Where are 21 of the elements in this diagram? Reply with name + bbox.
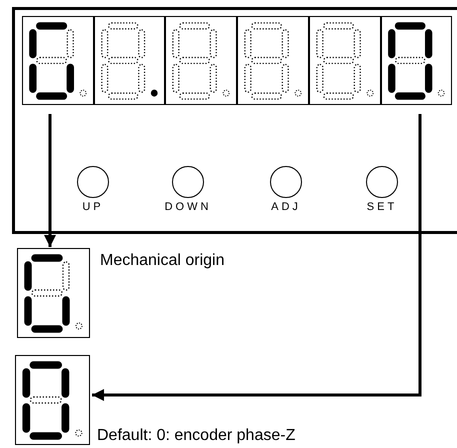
button-label: UP [81, 201, 105, 213]
seven-segment-display [15, 355, 90, 445]
round-button [270, 166, 302, 198]
round-button [366, 166, 398, 198]
arrow [44, 114, 56, 247]
seven-segment-display [309, 16, 381, 105]
button-label: SET [366, 201, 398, 213]
arrow [92, 114, 422, 401]
button-label: ADJ [270, 201, 302, 213]
seven-segment-display [237, 16, 309, 105]
button-label: DOWN [164, 201, 212, 213]
seven-segment-display [22, 16, 94, 105]
seven-segment-display [165, 16, 237, 105]
round-button [172, 166, 204, 198]
control-panel [12, 7, 457, 234]
seven-segment-display [17, 248, 90, 338]
node-label: Default: 0: encoder phase-Z [97, 427, 296, 445]
seven-segment-display [381, 16, 452, 105]
round-button [77, 166, 109, 198]
node-label: Mechanical origin [100, 252, 225, 270]
seven-segment-display [94, 16, 165, 105]
